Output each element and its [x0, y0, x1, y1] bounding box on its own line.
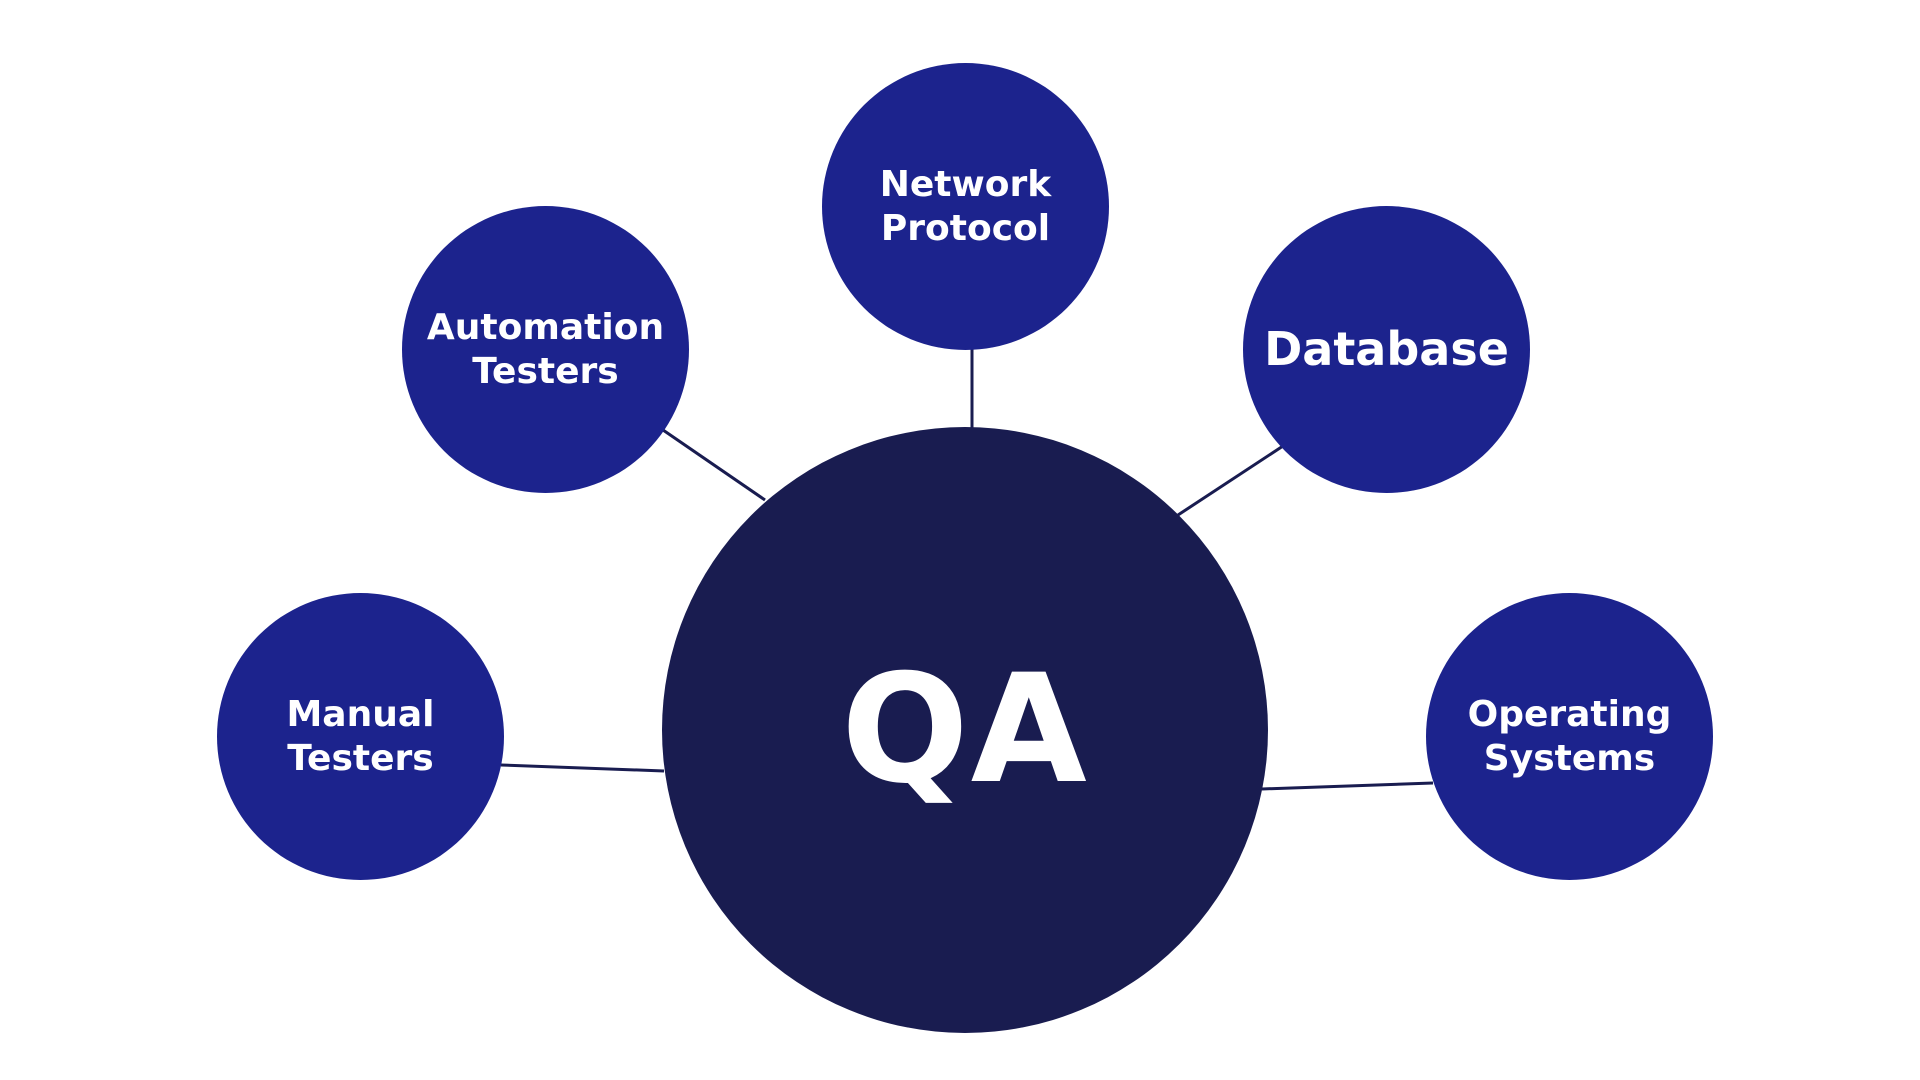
automation-testers-label: Automation Testers: [426, 306, 665, 392]
operating-systems-node: Operating Systems: [1426, 593, 1713, 880]
database-node: Database: [1243, 206, 1530, 493]
database-label: Database: [1264, 322, 1509, 377]
connector-qa-database: [1177, 444, 1284, 517]
manual-testers-node: Manual Testers: [217, 593, 504, 880]
qa-center-node: QA: [662, 427, 1268, 1033]
qa-center-label: QA: [841, 642, 1089, 817]
connector-qa-automation-testers: [662, 428, 766, 502]
connector-qa-manual-testers: [500, 763, 665, 773]
manual-testers-label: Manual Testers: [286, 693, 435, 779]
connector-qa-operating-systems: [1261, 781, 1434, 791]
network-protocol-label: Network Protocol: [879, 163, 1052, 249]
operating-systems-label: Operating Systems: [1467, 693, 1672, 779]
network-protocol-node: Network Protocol: [822, 63, 1109, 350]
automation-testers-node: Automation Testers: [402, 206, 689, 493]
